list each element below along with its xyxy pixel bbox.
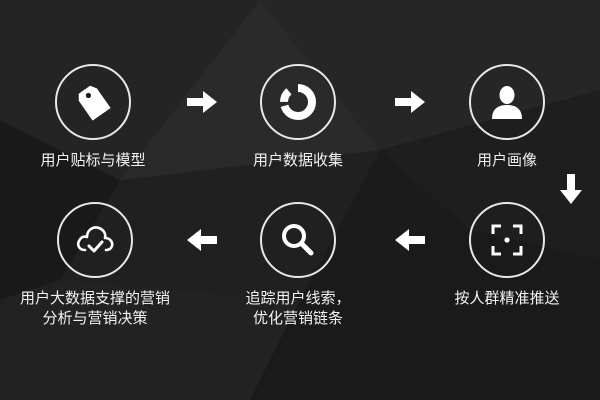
arrow-right-icon — [395, 91, 425, 113]
flow-arrow-left — [187, 229, 217, 251]
step-label-line: 优化营销链条 — [252, 309, 343, 327]
step-marketing-analysis: 用户大数据支撑的营销 分析与营销决策 — [10, 202, 180, 328]
flow-arrow-left — [395, 229, 425, 251]
arrow-right-icon — [187, 91, 217, 113]
step-label: 追踪用户线索， 优化营销链条 — [223, 288, 373, 328]
focus-target-icon — [491, 224, 523, 256]
step-circle — [57, 202, 133, 278]
search-icon — [282, 224, 314, 256]
arrow-left-icon — [395, 229, 425, 251]
step-user-profile: 用户画像 — [432, 64, 582, 170]
step-label: 用户数据收集 — [252, 151, 343, 169]
user-icon — [492, 86, 522, 119]
cloud-check-icon — [76, 226, 114, 253]
arrow-left-icon — [187, 229, 217, 251]
arrow-down-icon — [560, 174, 582, 204]
donut-chart-icon — [280, 84, 316, 120]
tag-icon — [78, 85, 111, 121]
step-label: 用户贴标与模型 — [40, 151, 146, 169]
step-circle — [469, 202, 545, 278]
step-label: 用户画像 — [476, 151, 537, 169]
step-data-collection: 用户数据收集 — [223, 64, 373, 170]
step-user-tagging: 用户贴标与模型 — [18, 64, 168, 170]
step-circle — [260, 64, 336, 140]
step-circle — [55, 64, 131, 140]
step-circle — [469, 64, 545, 140]
step-label-line: 用户大数据支撑的营销 — [19, 289, 170, 307]
step-precise-push: 按人群精准推送 — [432, 202, 582, 308]
step-label: 按人群精准推送 — [454, 289, 560, 307]
step-label-line: 追踪用户线索， — [245, 289, 351, 307]
flow-arrow-down — [560, 174, 582, 204]
step-label: 用户大数据支撑的营销 分析与营销决策 — [10, 288, 180, 328]
step-track-leads: 追踪用户线索， 优化营销链条 — [223, 202, 373, 328]
flow-arrow-right — [187, 91, 217, 113]
step-circle — [260, 202, 336, 278]
step-label-line: 分析与营销决策 — [42, 309, 148, 327]
flow-arrow-right — [395, 91, 425, 113]
